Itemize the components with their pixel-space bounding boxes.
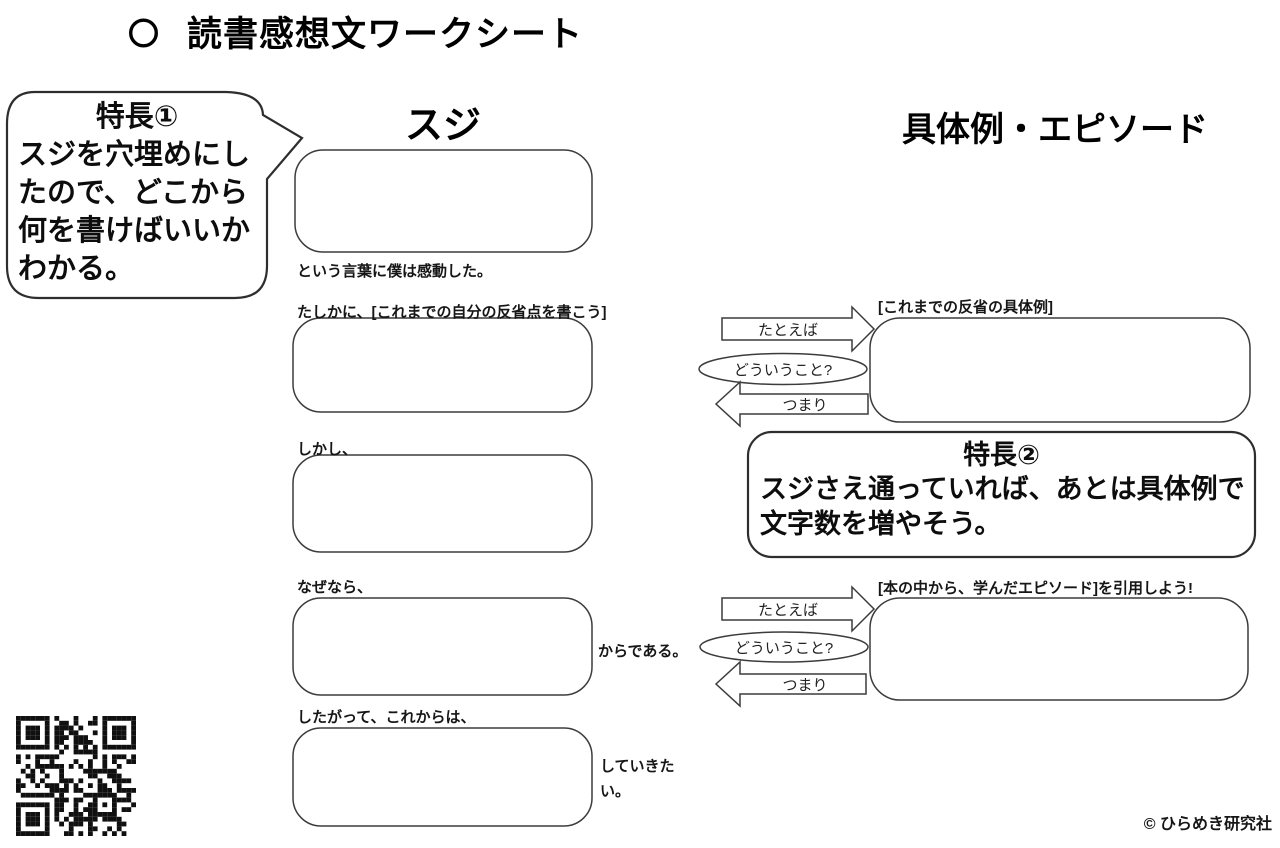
example-arrow-right-icon-2 — [721, 585, 876, 633]
example-box-2 — [869, 597, 1249, 701]
suji-box-2 — [292, 317, 593, 413]
summary-arrow-left-icon-1 — [714, 380, 869, 428]
page-title: 読書感想文ワークシート — [187, 15, 584, 54]
page-title-row: 〇 読書感想文ワークシート — [128, 6, 583, 57]
suji-box5-suffix: していきたい。 — [600, 758, 675, 800]
suji-box2-label: たしかに、[これまでの自分の反省点を書こう] — [297, 304, 607, 321]
example-arrow-label-1: たとえば — [757, 321, 818, 339]
suji-box-4 — [292, 597, 593, 696]
title-bullet-circle: 〇 — [128, 17, 159, 52]
column-header-suji: スジ — [404, 105, 481, 147]
feature1-bubble-shape — [5, 90, 304, 300]
feature2-body: スジさえ通っていれば、あとは具体例で文字数を増やそう。 — [760, 474, 1245, 539]
example-box1-label: [これまでの反省の具体例] — [878, 299, 1053, 316]
summary-arrow-left-icon-2 — [714, 660, 867, 708]
example-arrow-label-2: たとえば — [757, 601, 818, 619]
suji-box-5 — [292, 727, 593, 827]
example-box2-label: [本の中から、学んだエピソード]を引用しよう! — [878, 580, 1193, 597]
question-label-2: どういうこと? — [734, 639, 834, 657]
qr-code — [16, 716, 136, 836]
feature1-bubble: 特長① スジを穴埋めにしたので、どこから何を書けばいいかわかる。 — [18, 98, 256, 288]
suji-box-3 — [292, 454, 593, 553]
summary-label-2: つまり — [782, 676, 828, 694]
suji-box3-label: しかし、 — [297, 441, 358, 458]
example-box-1 — [869, 317, 1251, 423]
question-ellipse-2 — [699, 631, 869, 663]
question-label-1: どういうこと? — [733, 361, 833, 379]
feature2-heading: 特長② — [963, 440, 1040, 470]
feature1-body: スジを穴埋めにしたので、どこから何を書けばいいかわかる。 — [18, 139, 251, 285]
summary-label-1: つまり — [782, 396, 828, 414]
suji-box4-suffix: からである。 — [598, 643, 688, 660]
suji-box-1 — [294, 149, 593, 253]
feature1-heading: 特長① — [95, 101, 179, 133]
question-ellipse-1 — [698, 352, 868, 386]
column-header-examples: 具体例・エピソード — [902, 111, 1208, 149]
example-arrow-right-icon-1 — [721, 305, 876, 353]
feature2-box-shape — [746, 430, 1257, 559]
suji-box1-suffix: という言葉に僕は感動した。 — [297, 263, 493, 280]
copyright-notice: © ひらめき研究社 — [1143, 816, 1272, 833]
suji-box4-label: なぜなら、 — [297, 579, 373, 596]
suji-box5-label: したがって、これからは、 — [297, 709, 476, 726]
